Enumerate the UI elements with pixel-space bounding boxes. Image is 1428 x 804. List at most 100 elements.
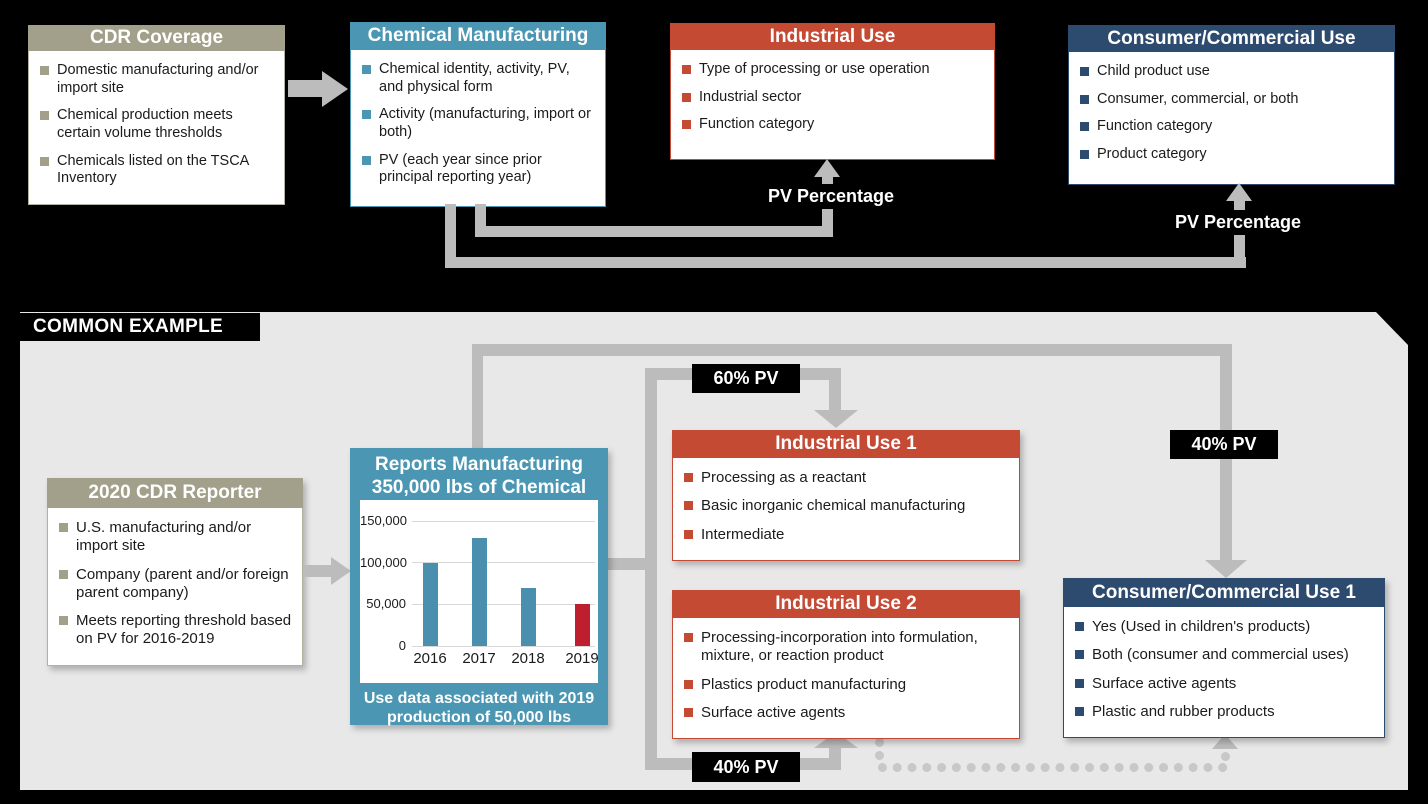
bullet-text: Processing as a reactant	[701, 469, 867, 486]
bullet-text: Chemical production meets certain volume…	[57, 107, 233, 142]
chart-title-line2: 350,000 lbs of Chemical	[371, 477, 587, 498]
consumer-commercial-use-1-box: Consumer/Commercial Use 1 Yes (Used in c…	[1063, 578, 1385, 739]
consumer-commercial-use-1-list: Yes (Used in children's products) Both (c…	[1063, 607, 1385, 739]
bullet-text: Surface active agents	[1092, 674, 1237, 692]
chemical-manufacturing-title: Chemical Manufacturing	[350, 22, 606, 50]
bullet-text: Processing-incorporation into formulatio…	[701, 629, 978, 665]
bullet-square-icon	[40, 111, 49, 121]
bullet-item: Chemical identity, activity, PV, and phy…	[362, 61, 597, 96]
connector-chart-top-stub	[472, 344, 483, 448]
bullet-item: PV (each year since prior principal repo…	[362, 152, 597, 187]
connector-mfg-industrial-arrowhead	[814, 159, 840, 177]
chart-title-line1: Reports Manufacturing	[375, 454, 583, 475]
connector-chart-consumer1-rail	[472, 344, 1232, 356]
connector-mfg-consumer-stub	[445, 204, 456, 268]
bullet-item: Processing-incorporation into formulatio…	[684, 629, 1011, 666]
bullet-square-icon	[1080, 150, 1089, 160]
cdr-reporter-box: 2020 CDR Reporter U.S. manufacturing and…	[47, 478, 303, 666]
connector-mfg-consumer-arrowhead	[1226, 183, 1252, 201]
bullet-square-icon	[1080, 122, 1089, 132]
chart-y-tick-label: 150,000	[360, 513, 407, 528]
bullet-text: PV (each year since prior principal repo…	[379, 151, 542, 186]
bullet-text: Both (consumer and commercial uses)	[1092, 646, 1349, 664]
industrial-use-box: Industrial Use Type of processing or use…	[670, 23, 995, 160]
bullet-text: Domestic manufacturing and/or import sit…	[57, 62, 259, 96]
bullet-item: Child product use	[1080, 63, 1386, 81]
industrial-use-1-title: Industrial Use 1	[672, 430, 1020, 458]
bullet-square-icon	[684, 473, 693, 482]
arrow-coverage-to-manufacturing-shaft	[288, 80, 324, 97]
bullet-item: Plastic and rubber products	[1075, 703, 1376, 721]
bullet-square-icon	[1075, 706, 1084, 716]
connector-iu1-shaft	[829, 374, 841, 412]
bullet-square-icon	[1080, 67, 1089, 76]
bullet-square-icon	[684, 529, 693, 539]
bullet-item: Meets reporting threshold based on PV fo…	[59, 612, 294, 649]
bullet-text: Plastics product manufacturing	[701, 675, 907, 693]
pv-60-label: 60% PV	[692, 364, 800, 393]
bullet-square-icon	[684, 501, 693, 511]
bullet-square-icon	[40, 66, 49, 75]
bullet-text: Function category	[1097, 118, 1213, 135]
consumer-commercial-use-1-title: Consumer/Commercial Use 1	[1063, 578, 1385, 607]
chart-gridline	[412, 645, 595, 647]
industrial-use-1-box: Industrial Use 1 Processing as a reactan…	[672, 430, 1020, 561]
chart-y-tick-label: 50,000	[366, 596, 406, 612]
chart-x-tick-label: 2016	[413, 650, 447, 667]
bullet-item: Intermediate	[684, 526, 1011, 544]
connector-iu1-arrowhead	[814, 410, 858, 428]
dotted-connector-left-vertical	[875, 736, 884, 763]
bullet-text: Intermediate	[701, 525, 785, 543]
chart-gridline	[412, 562, 595, 564]
connector-mfg-industrial-rail	[475, 226, 833, 237]
bullet-square-icon	[682, 92, 691, 102]
chart-bar-2018	[520, 587, 536, 646]
bullet-text: Meets reporting threshold based on PV fo…	[76, 612, 292, 648]
bullet-text: Chemicals listed on the TSCA Inventory	[57, 152, 249, 187]
chart-bar-2017	[471, 537, 487, 646]
common-example-banner: COMMON EXAMPLE	[20, 313, 260, 341]
bullet-item: Surface active agents	[684, 704, 1011, 722]
chart-bar-2016	[422, 562, 438, 646]
bullet-item: Chemical production meets certain volume…	[40, 107, 276, 142]
industrial-use-2-list: Processing-incorporation into formulatio…	[672, 618, 1020, 740]
bullet-text: Surface active agents	[701, 703, 846, 721]
bullet-item: Surface active agents	[1075, 675, 1376, 693]
bullet-item: Yes (Used in children's products)	[1075, 618, 1376, 636]
chart-y-tick-label: 100,000	[360, 554, 407, 570]
bullet-square-icon	[362, 65, 371, 74]
bullet-item: Industrial sector	[682, 89, 986, 107]
bullet-item: Consumer, commercial, or both	[1080, 91, 1386, 109]
bullet-item: Company (parent and/or foreign parent co…	[59, 566, 294, 603]
cdr-coverage-title: CDR Coverage	[28, 25, 285, 51]
bullet-square-icon	[682, 120, 691, 130]
bullet-item: U.S. manufacturing and/or import site	[59, 519, 294, 556]
bullet-text: Child product use	[1097, 63, 1210, 79]
bullet-text: Basic inorganic chemical manufacturing	[701, 497, 966, 515]
bullet-item: Function category	[682, 116, 986, 134]
industrial-use-2-title: Industrial Use 2	[672, 590, 1020, 618]
chemical-manufacturing-box: Chemical Manufacturing Chemical identity…	[350, 22, 606, 207]
pv-40-bottom-label: 40% PV	[692, 752, 800, 782]
connector-consumer1-arrowhead	[1205, 560, 1247, 578]
cdr-coverage-box: CDR Coverage Domestic manufacturing and/…	[28, 25, 285, 206]
cdr-coverage-list: Domestic manufacturing and/or import sit…	[28, 51, 285, 206]
bullet-square-icon	[1075, 650, 1084, 660]
bullet-text: Activity (manufacturing, import or both)	[379, 106, 591, 141]
bullet-item: Processing as a reactant	[684, 469, 1011, 487]
arrow-coverage-to-manufacturing-head	[322, 71, 348, 107]
bullet-text: Function category	[699, 116, 815, 133]
bullet-square-icon	[682, 65, 691, 74]
chart-caption-line1: Use data associated with 2019	[363, 690, 595, 707]
chart-bar-2019	[574, 604, 590, 646]
connector-mfg-industrial-stub	[475, 204, 486, 237]
bullet-square-icon	[1075, 678, 1084, 688]
bullet-text: Plastic and rubber products	[1092, 702, 1275, 720]
bullet-text: Yes (Used in children's products)	[1092, 618, 1311, 635]
bullet-item: Type of processing or use operation	[682, 61, 986, 79]
